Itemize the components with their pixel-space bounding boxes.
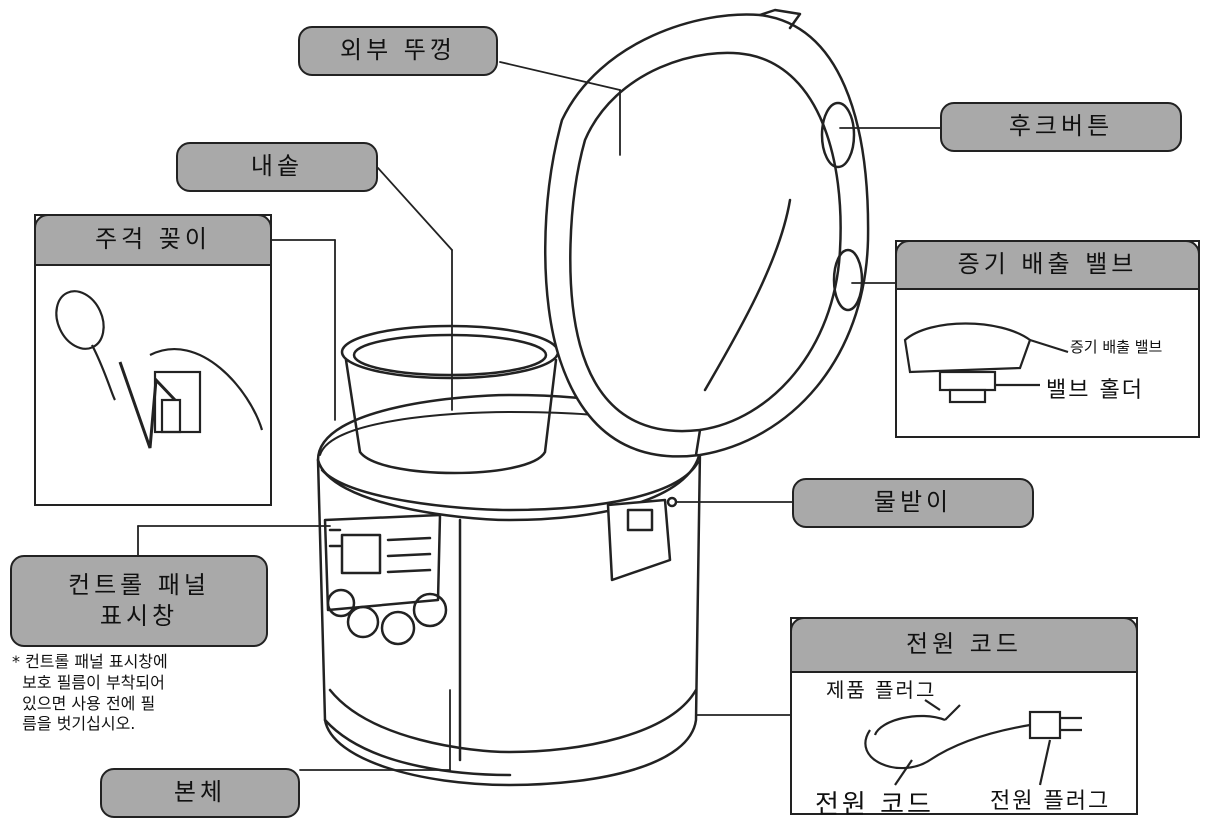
valve-holder-label: 밸브 홀더 <box>1046 378 1144 403</box>
leader-lines <box>137 61 941 771</box>
power-cord-drawing <box>864 699 1082 786</box>
water-tray-label: 물받이 <box>792 478 1034 528</box>
body-label: 본체 <box>100 768 300 818</box>
inner-pot-drawing <box>340 324 560 475</box>
power-plug-label: 전원 플러그 <box>990 789 1111 814</box>
cooker-body <box>316 393 702 787</box>
product-plug-label: 제품 플러그 <box>826 678 937 702</box>
power-cord-bottom-label: 전원 코드 <box>815 790 934 820</box>
ladle-holder-label: 주걱 꽂이 <box>34 214 272 266</box>
outer-lid-label: 외부 뚜껑 <box>298 26 498 76</box>
hook-button-label: 후크버튼 <box>940 102 1182 152</box>
steam-valve-label: 증기 배출 밸브 <box>895 240 1200 290</box>
outer-lid-drawing <box>544 8 870 458</box>
inner-pot-label: 내솥 <box>176 142 378 192</box>
power-cord-label: 전원 코드 <box>790 617 1138 673</box>
steam-valve-drawing <box>903 322 1069 404</box>
water-tray-drawing <box>606 496 678 582</box>
ladle-holder-drawing <box>55 290 264 449</box>
protective-film-note: * 컨트롤 패널 표시창에 보호 필름이 부착되어 있으면 사용 전에 필 름을… <box>12 652 168 734</box>
steam-valve-small-label: 증기 배출 밸브 <box>1070 338 1163 356</box>
control-panel-drawing <box>323 513 448 646</box>
